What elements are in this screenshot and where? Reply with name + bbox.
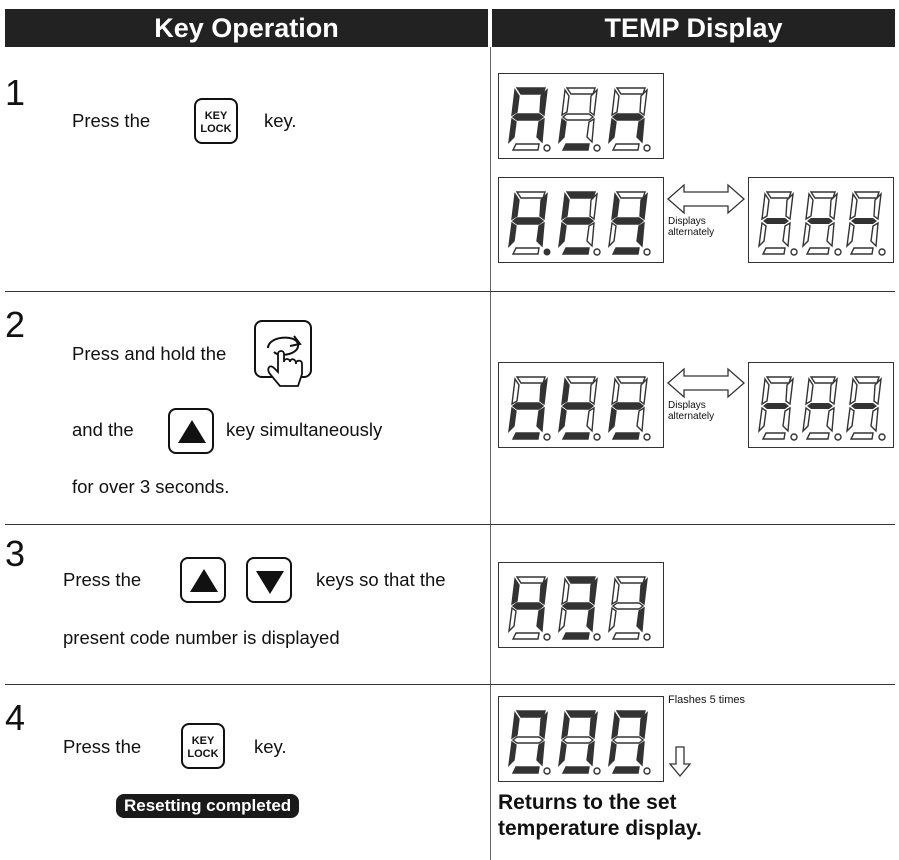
key-lock-icon: KEY LOCK: [181, 723, 225, 769]
down-arrow-key-icon: [246, 557, 292, 603]
step2-text-line1: Press and hold the: [72, 343, 227, 364]
step1-text-post: key.: [264, 110, 297, 131]
down-outline-arrow-icon: [668, 746, 692, 778]
step-number-2: 2: [5, 304, 26, 345]
step2-text-line2-pre: and the: [72, 419, 134, 440]
double-arrow-icon: [667, 183, 745, 215]
temp-display-code: [498, 562, 664, 648]
step1-text-pre: Press the: [72, 110, 151, 131]
segment-digits-aln: [508, 87, 651, 152]
step-number-4: 4: [5, 697, 26, 738]
temp-display-key: [498, 177, 664, 263]
alternate-label-2: alternately: [668, 227, 715, 238]
key-lock-top-label: KEY: [191, 735, 215, 747]
segment-digits-dashes-2: [758, 376, 886, 441]
double-arrow-icon: [667, 367, 745, 399]
column-divider: [490, 47, 491, 860]
resetting-completed-badge: Resetting completed: [116, 794, 300, 818]
row-divider-1: [5, 291, 895, 292]
segment-digits-dashes-1: [758, 191, 886, 256]
step4-text-post: key.: [254, 736, 287, 757]
cycle-hand-svg: [267, 335, 303, 387]
row-divider-3: [5, 684, 895, 685]
cycle-key-icon: [254, 320, 312, 387]
temp-display-aln: [498, 73, 664, 159]
key-lock-top-label: KEY: [204, 110, 228, 122]
key-lock-bottom-label: LOCK: [200, 123, 232, 135]
step3-text-post: keys so that the: [316, 569, 446, 590]
segment-digits-000: [508, 710, 651, 775]
step-number-3: 3: [5, 533, 26, 574]
flash-label: Flashes 5 times: [668, 694, 746, 706]
step4-text-pre: Press the: [63, 736, 142, 757]
return-text-line1: Returns to the set: [498, 791, 677, 814]
up-arrow-key-icon: [168, 408, 214, 454]
key-lock-bottom-label: LOCK: [187, 748, 219, 760]
return-text-line2: temperature display.: [498, 817, 702, 840]
temp-display-dtc: [498, 362, 664, 448]
step3-text-line2: present code number is displayed: [63, 627, 340, 648]
key-lock-icon: KEY LOCK: [194, 98, 238, 144]
segment-digits-dtc: [508, 376, 651, 441]
alternate-label-1: Displays: [668, 216, 706, 227]
alternate-indicator-1: Displays alternately: [666, 182, 748, 242]
row-divider-2: [5, 524, 895, 525]
alternate-label-2: alternately: [668, 411, 715, 422]
step2-text-line2-post: key simultaneously: [226, 419, 383, 440]
header-temp-display: TEMP Display: [492, 9, 895, 47]
up-arrow-key-icon: [180, 557, 226, 603]
header-key-operation: Key Operation: [5, 9, 488, 47]
segment-digits-code: [508, 576, 651, 641]
alternate-indicator-2: Displays alternately: [666, 366, 748, 426]
alternate-label-1: Displays: [668, 400, 706, 411]
step-number-1: 1: [5, 72, 26, 113]
temp-display-000: [498, 696, 664, 782]
temp-display-dashes-2: [748, 362, 894, 448]
step2-text-line3: for over 3 seconds.: [72, 476, 230, 497]
step3-text-pre: Press the: [63, 569, 142, 590]
segment-digits-key: [508, 191, 651, 256]
temp-display-dashes-1: [748, 177, 894, 263]
